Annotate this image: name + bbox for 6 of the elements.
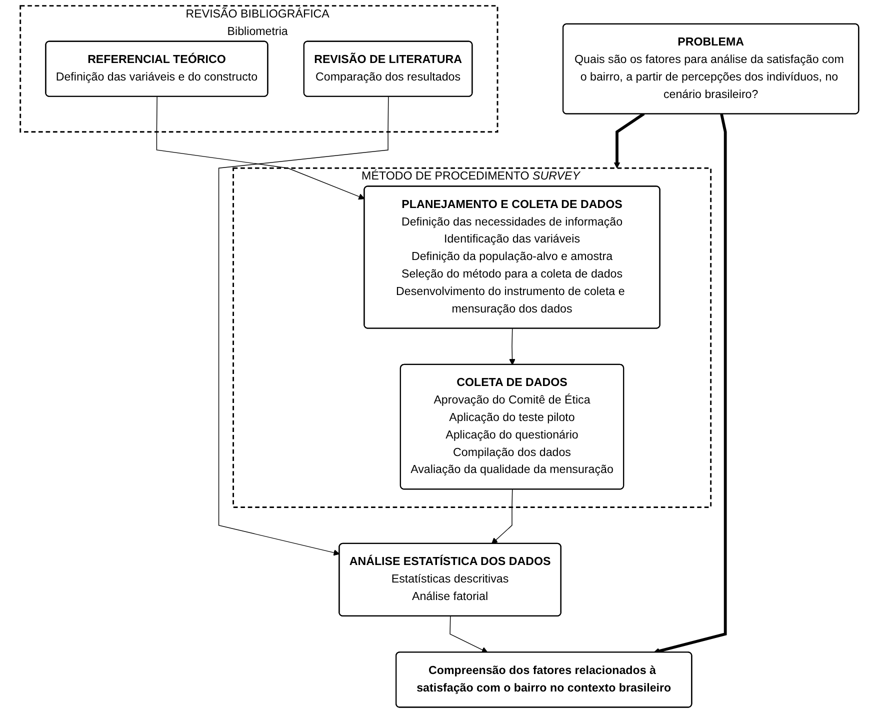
arrow <box>491 489 513 544</box>
arrow <box>614 112 645 168</box>
arrow <box>509 328 516 366</box>
arrow <box>218 96 389 556</box>
arrow <box>156 96 365 200</box>
arrow <box>450 616 488 653</box>
